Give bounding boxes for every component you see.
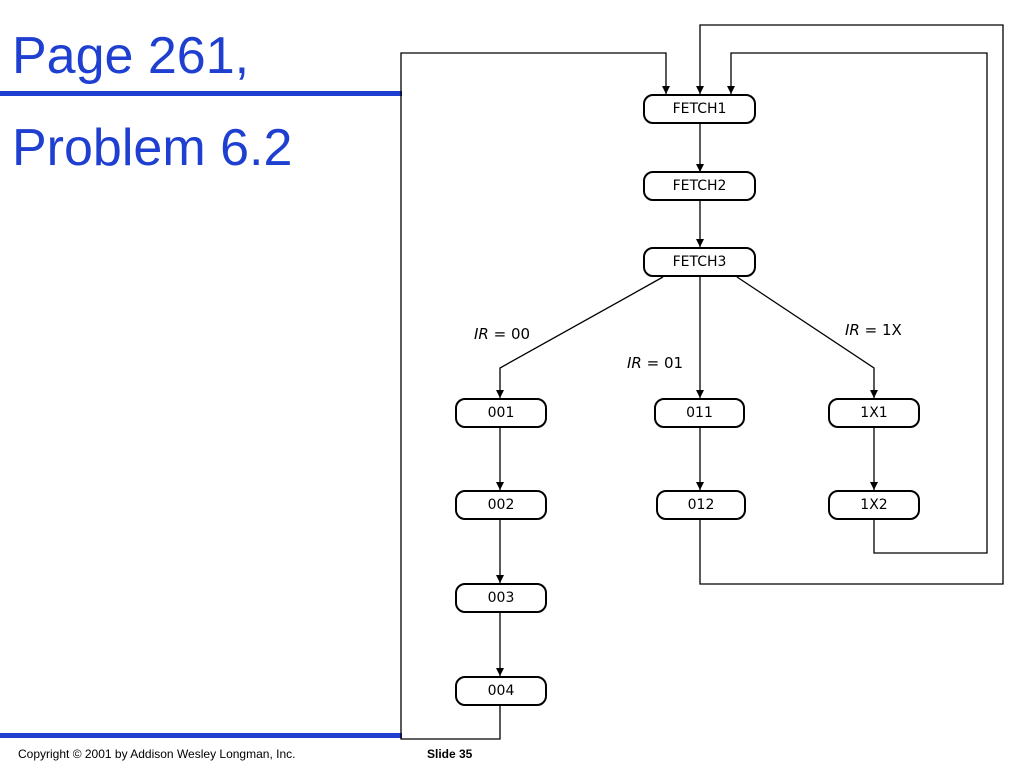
condition-ir-00: IR = 00 bbox=[474, 325, 530, 343]
state-fetch3: FETCH3 bbox=[643, 247, 756, 277]
state-012: 012 bbox=[656, 490, 746, 520]
edge-012-fetch1 bbox=[696, 24, 1004, 585]
state-1x2: 1X2 bbox=[828, 490, 920, 520]
state-001: 001 bbox=[455, 398, 547, 428]
state-004: 004 bbox=[455, 676, 547, 706]
edge-1x2-fetch1 bbox=[727, 52, 988, 554]
edges bbox=[400, 24, 1004, 740]
condition-ir-1x: IR = 1X bbox=[845, 321, 902, 339]
condition-ir-00-var: IR bbox=[474, 325, 489, 343]
state-1x2-label: 1X2 bbox=[860, 497, 887, 513]
condition-ir-01-var: IR bbox=[627, 354, 642, 372]
state-001-label: 001 bbox=[488, 405, 515, 421]
condition-ir-01: IR = 01 bbox=[627, 354, 683, 372]
condition-ir-1x-val: = 1X bbox=[860, 321, 902, 339]
state-fetch3-label: FETCH3 bbox=[673, 254, 727, 270]
state-fetch1-label: FETCH1 bbox=[673, 101, 727, 117]
title-divider-top bbox=[0, 91, 402, 96]
edge-fetch3-001 bbox=[496, 276, 664, 398]
state-003-label: 003 bbox=[488, 590, 515, 606]
state-1x1-label: 1X1 bbox=[860, 405, 887, 421]
footer-copyright: Copyright © 2001 by Addison Wesley Longm… bbox=[18, 747, 296, 761]
state-1x1: 1X1 bbox=[828, 398, 920, 428]
edge-fetch3-1x1 bbox=[736, 276, 878, 398]
condition-ir-01-val: = 01 bbox=[642, 354, 683, 372]
state-002-label: 002 bbox=[488, 497, 515, 513]
footer-slide-number: Slide 35 bbox=[427, 747, 473, 761]
state-012-label: 012 bbox=[688, 497, 715, 513]
condition-ir-1x-var: IR bbox=[845, 321, 860, 339]
title-divider-bottom bbox=[0, 733, 402, 738]
slide-title-line1: Page 261, bbox=[12, 27, 250, 85]
state-fetch2: FETCH2 bbox=[643, 171, 756, 201]
state-002: 002 bbox=[455, 490, 547, 520]
state-fetch1: FETCH1 bbox=[643, 94, 756, 124]
state-004-label: 004 bbox=[488, 683, 515, 699]
state-011-label: 011 bbox=[686, 405, 713, 421]
edge-004-fetch1 bbox=[400, 52, 670, 740]
state-fetch2-label: FETCH2 bbox=[673, 178, 727, 194]
slide-title-line2: Problem 6.2 bbox=[12, 119, 293, 177]
state-011: 011 bbox=[654, 398, 745, 428]
state-003: 003 bbox=[455, 583, 547, 613]
condition-ir-00-val: = 00 bbox=[489, 325, 530, 343]
